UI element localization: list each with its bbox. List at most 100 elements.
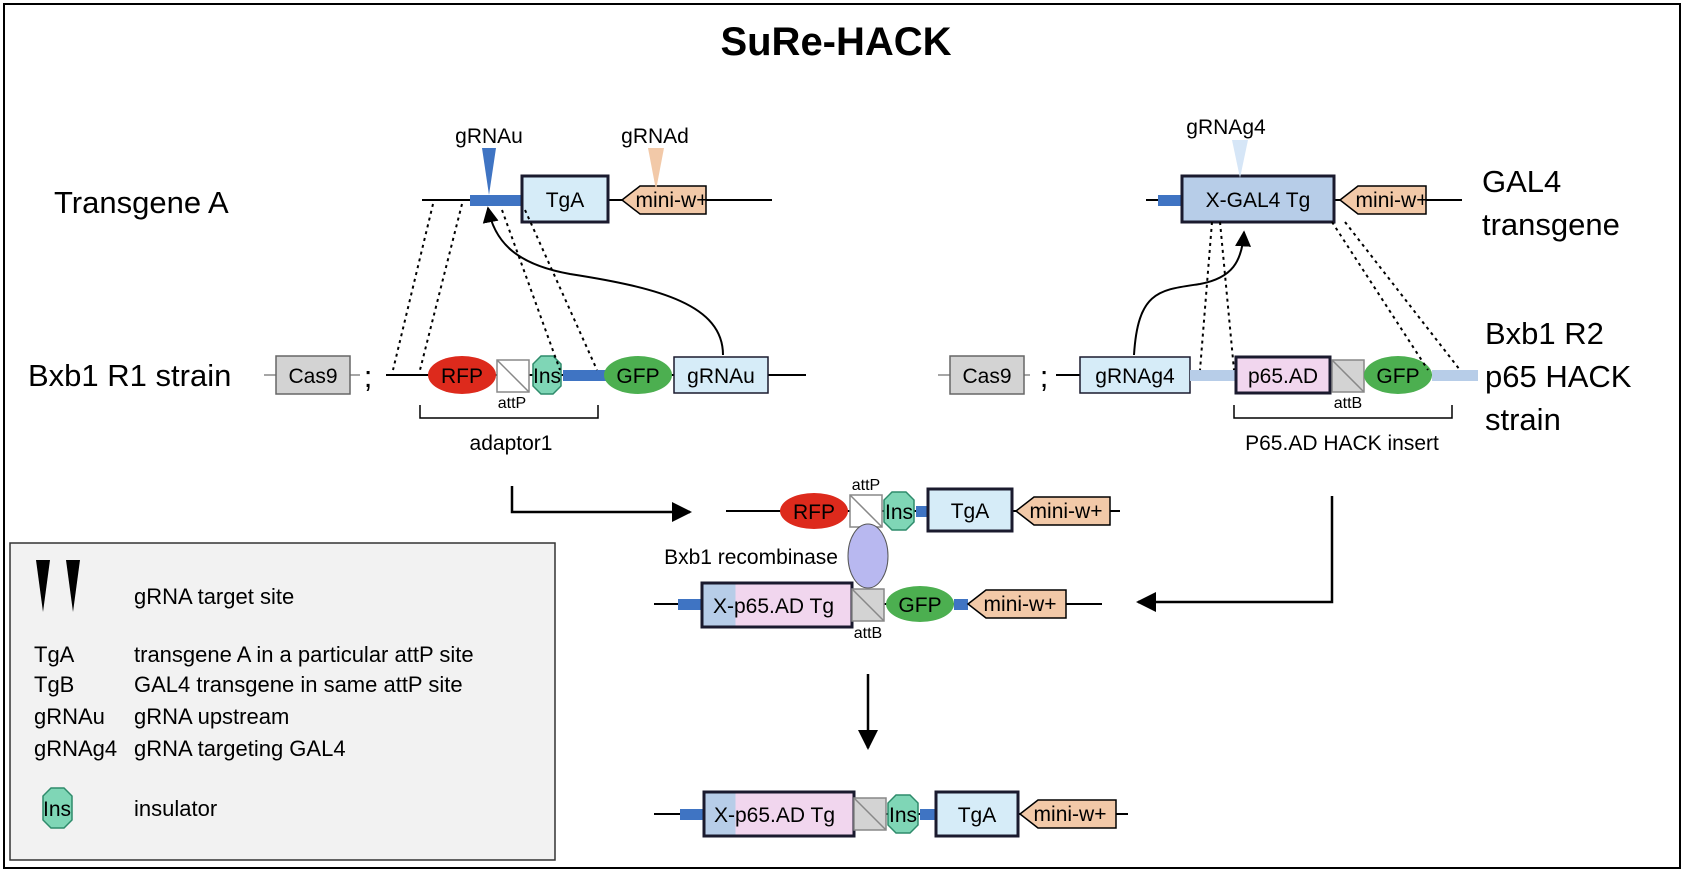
left-grna-arrow (482, 206, 724, 356)
grna-target-region (470, 195, 522, 206)
bxb1-r2-label-line3: strain (1485, 402, 1561, 437)
insulator-icon (887, 794, 919, 834)
grna-g4-label: gRNAg4 (1186, 116, 1266, 139)
transgene-a-label: Transgene A (54, 185, 229, 220)
cas9-label: Cas9 (288, 365, 337, 388)
insulator-label: Ins (533, 365, 561, 388)
legend-desc: transgene A in a particular attP site (134, 642, 474, 667)
x-prefix-label: X- (714, 804, 735, 827)
grna-target-region (563, 370, 606, 381)
grna-target-icon (66, 560, 80, 612)
p65ad-insert-bracket (1233, 405, 1453, 419)
rfp-label: RFP (793, 501, 835, 524)
gfp-ellipse (886, 586, 954, 622)
rfp-ellipse (428, 356, 496, 394)
legend: gRNA target site TgA transgene A in a pa… (9, 542, 556, 861)
tga-box (934, 790, 1020, 838)
insulator-label: Ins (885, 501, 913, 524)
rfp-label: RFP (441, 365, 483, 388)
left-homology-lines (392, 203, 598, 371)
cas9-label: Cas9 (962, 365, 1011, 388)
grna-d-label: gRNAd (621, 125, 689, 148)
adaptor1-bracket (419, 405, 599, 419)
grna-u-target-icon (482, 148, 496, 195)
gfp-label: GFP (1376, 365, 1419, 388)
attp-label: attP (498, 395, 526, 412)
mini-w-label: mini-w+ (1030, 500, 1103, 523)
mini-w-label: mini-w+ (1356, 189, 1429, 212)
left-flow-arrow (510, 486, 692, 522)
legend-key: gRNAu (34, 704, 105, 729)
semicolon: ; (364, 359, 373, 394)
gfp-label: GFP (898, 594, 941, 617)
insulator-icon (42, 787, 73, 829)
transgene-a-construct: TgA mini-w+ gRNAu gRNAd (422, 125, 772, 224)
gal4-transgene-label-line1: GAL4 (1482, 164, 1561, 199)
middle-bottom-construct: X- p65.AD Tg attB GFP mini-w+ (654, 581, 1102, 642)
x-gal4-label: X-GAL4 Tg (1206, 189, 1311, 212)
x-prefix-label: X- (713, 595, 734, 618)
bxb1-r2-construct: Cas9 ; gRNAg4 p65.AD GFP attB P65.AD HAC… (938, 355, 1478, 455)
mini-w-marker (620, 185, 707, 215)
gfp-ellipse (604, 356, 672, 394)
attp-label: attP (852, 477, 880, 494)
tga-box (520, 174, 610, 224)
p65ad-tg-label: p65.AD Tg (735, 804, 835, 827)
insulator-icon (883, 491, 915, 531)
gfp-label: GFP (616, 365, 659, 388)
gfp-ellipse (1364, 356, 1432, 394)
diagram-title: SuRe-HACK (720, 20, 951, 64)
gal4-transgene-construct: X-GAL4 Tg mini-w+ gRNAg4 (1146, 116, 1462, 224)
grnag4-box-label: gRNAg4 (1095, 365, 1175, 388)
tga-label: TgA (951, 500, 990, 523)
mini-w-marker (1018, 799, 1117, 829)
p65ad-label: p65.AD (1248, 365, 1318, 388)
legend-desc: insulator (134, 796, 217, 821)
mini-w-label: mini-w+ (636, 189, 709, 212)
right-flow-arrow (1136, 496, 1334, 612)
mini-w-label: mini-w+ (1034, 803, 1107, 826)
bottom-final-construct: X- p65.AD Tg Ins TgA mini-w+ (654, 790, 1128, 838)
p65ad-box (1234, 355, 1332, 395)
grna-g4-target-icon (1232, 140, 1248, 178)
grnau-box-label: gRNAu (687, 365, 755, 388)
grna-u-label: gRNAu (455, 125, 523, 148)
legend-key: Ins (43, 798, 71, 821)
p65ad-tg-label: p65.AD Tg (734, 595, 834, 618)
rfp-ellipse (780, 493, 848, 529)
bxb1-recombinase-label: Bxb1 recombinase (664, 546, 838, 569)
bxb1-r2-label-line2: p65 HACK (1485, 359, 1632, 394)
legend-box (9, 542, 556, 861)
mini-w-label: mini-w+ (984, 593, 1057, 616)
right-homology-lines (1199, 221, 1461, 371)
legend-desc: gRNA upstream (134, 704, 289, 729)
bxb1-r1-construct: Cas9 ; RFP Ins GFP gRNAu attP adaptor1 (264, 355, 806, 455)
insulator-icon (532, 355, 562, 395)
bxb1-r2-label-line1: Bxb1 R2 (1485, 316, 1604, 351)
bxb1-r1-strain-label: Bxb1 R1 strain (28, 358, 231, 393)
semicolon: ; (1040, 359, 1049, 394)
bxb1-recombinase-icon (847, 523, 889, 589)
legend-desc: gRNA targeting GAL4 (134, 736, 346, 761)
grnau-box (673, 356, 769, 394)
outer-frame (3, 3, 1681, 869)
attb-label: attB (1334, 395, 1362, 412)
mini-w-marker (1014, 496, 1111, 526)
x-gal4-box (1180, 174, 1336, 224)
grna-target-icon (36, 560, 50, 612)
gal4-transgene-label-line2: transgene (1482, 207, 1620, 242)
legend-desc: GAL4 transgene in same attP site (134, 672, 463, 697)
insulator-label: Ins (889, 804, 917, 827)
cas9-box (949, 355, 1025, 395)
p65ad-insert-label: P65.AD HACK insert (1245, 432, 1439, 455)
legend-key: gRNAg4 (34, 736, 117, 761)
middle-top-construct: RFP attP Ins TgA mini-w+ (726, 477, 1120, 533)
attb-label: attB (854, 625, 882, 642)
legend-desc: gRNA target site (134, 584, 294, 609)
tga-box (926, 487, 1014, 533)
tga-label: TgA (546, 189, 585, 212)
grna-d-target-icon (648, 148, 664, 190)
legend-key: TgA (34, 642, 75, 667)
